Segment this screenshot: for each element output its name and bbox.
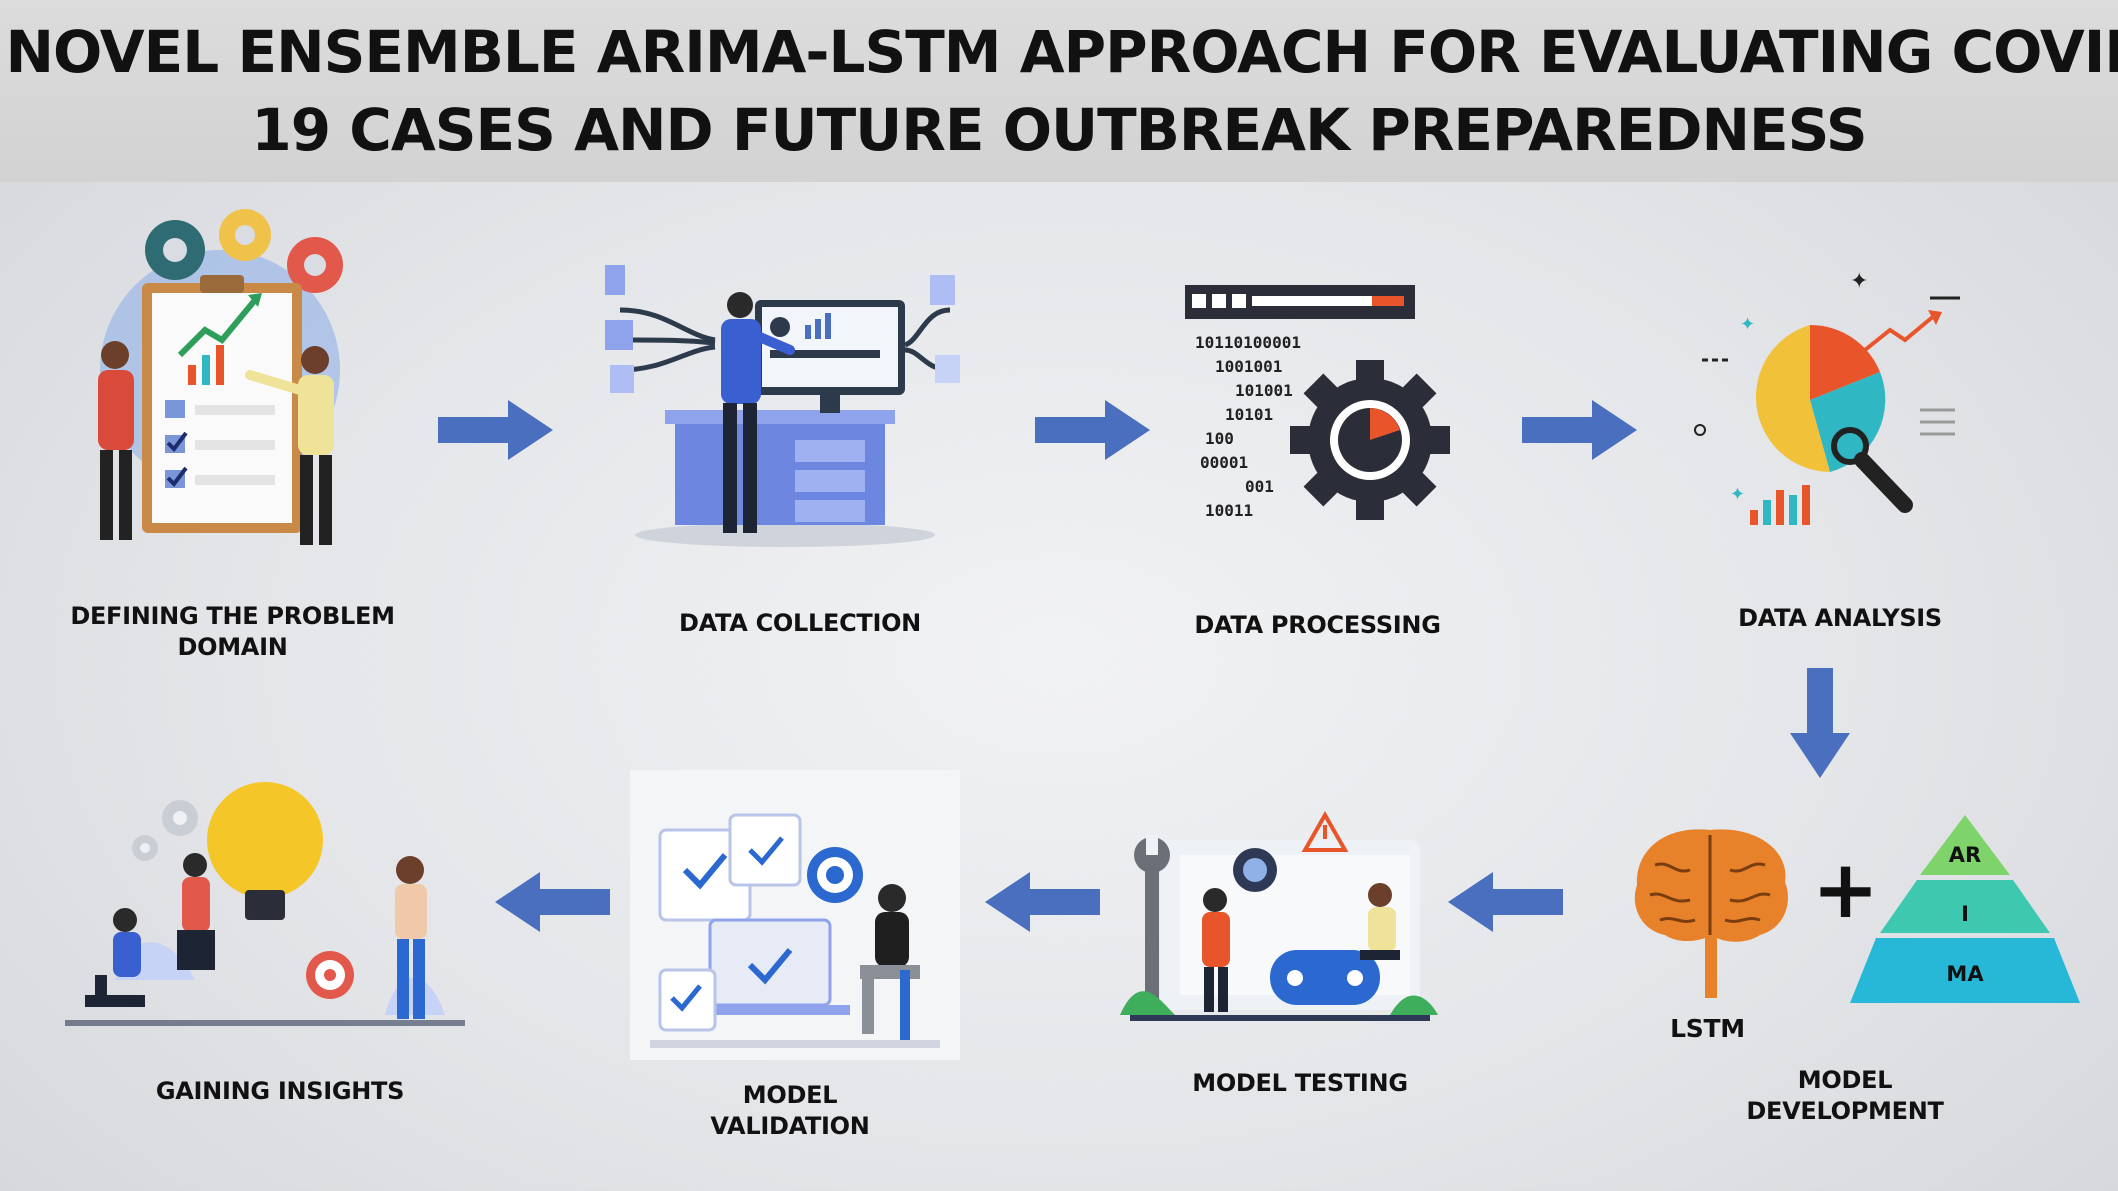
person-testing [1202, 888, 1230, 1012]
svg-text:100: 100 [1205, 429, 1234, 448]
wrench-icon [1134, 835, 1170, 1010]
gear-icon [145, 209, 343, 293]
svg-text:✦: ✦ [1850, 268, 1868, 293]
laptop-icon [690, 918, 850, 1015]
data-analysis-illustration: ✦ ✦ ✦ [1694, 268, 1960, 525]
svg-text:✦: ✦ [1730, 484, 1745, 504]
person-sitting [1360, 883, 1400, 960]
progress-bar-icon [1185, 285, 1415, 319]
step-label-collection: DATA COLLECTION [679, 609, 921, 637]
step-label-validation: MODEL VALIDATION [710, 1081, 870, 1140]
checklist-card-icon [658, 813, 802, 922]
pyramid-level-ma: MA [1946, 962, 1984, 986]
person-right [245, 346, 334, 545]
monitor-icon [755, 300, 905, 413]
step-label-analysis: DATA ANALYSIS [1738, 604, 1942, 632]
title-banner: A NOVEL ENSEMBLE ARIMA-LSTM APPROACH FOR… [0, 0, 2118, 182]
model-testing-illustration [1120, 810, 1438, 1021]
lstm-label: LSTM [1670, 1014, 1745, 1043]
step-label-insights: GAINING INSIGHTS [155, 1077, 405, 1105]
step-label-defining: DEFINING THE PROBLEM DOMAIN [70, 602, 395, 661]
warning-icon [1301, 810, 1349, 852]
title-line-1: A NOVEL ENSEMBLE ARIMA-LSTM APPROACH FOR… [0, 18, 2118, 86]
plus-sign: + [1812, 843, 1880, 936]
step-label-development: MODEL DEVELOPMENT [1746, 1066, 1944, 1125]
flow-arrow-right-1 [438, 400, 553, 460]
binary-code-text: 10110100001 1001001 101001 10101 100 000… [1195, 333, 1301, 520]
gaining-insights-illustration [65, 782, 465, 1026]
magnifier-icon [1831, 427, 1913, 513]
bug-icon [1233, 848, 1277, 892]
problem-domain-illustration [98, 209, 343, 545]
svg-text:001: 001 [1245, 477, 1274, 496]
trend-arrow-icon [1863, 310, 1942, 352]
step-label-testing: MODEL TESTING [1192, 1069, 1408, 1097]
flow-arrow-right-3 [1522, 400, 1637, 460]
svg-text:10101: 10101 [1225, 405, 1273, 424]
gear-icon [132, 800, 198, 861]
person-man [395, 856, 427, 1019]
flow-arrow-right-2 [1035, 400, 1150, 460]
gear-icon [1290, 360, 1450, 520]
model-validation-illustration [630, 770, 960, 1060]
target-icon [807, 847, 863, 903]
target-icon [306, 951, 354, 999]
checklist-icon [165, 400, 275, 488]
svg-text:✦: ✦ [1740, 314, 1755, 334]
pyramid-level-ar: AR [1948, 843, 1982, 867]
bar-chart-icon [1750, 485, 1810, 525]
person-validating [860, 884, 920, 1040]
title-line-2: 19 CASES AND FUTURE OUTBREAK PREPAREDNES… [251, 96, 1867, 164]
lightbulb-icon [207, 782, 323, 920]
step-label-processing: DATA PROCESSING [1194, 611, 1441, 639]
person-standing [721, 292, 795, 533]
flow-arrow-down [1790, 668, 1850, 778]
svg-text:10110100001: 10110100001 [1195, 333, 1301, 352]
svg-text:10011: 10011 [1205, 501, 1253, 520]
flow-arrow-left-1 [1448, 872, 1563, 932]
brain-icon [1634, 829, 1788, 998]
pyramid-level-i: I [1961, 902, 1969, 926]
svg-text:1001001: 1001001 [1215, 357, 1282, 376]
arima-pyramid [1850, 815, 2080, 1003]
growth-chart-icon [177, 293, 262, 385]
svg-text:101001: 101001 [1235, 381, 1293, 400]
data-processing-illustration: 10110100001 1001001 101001 10101 100 000… [1185, 285, 1450, 520]
gamepad-icon [1270, 950, 1380, 1005]
svg-text:00001: 00001 [1200, 453, 1248, 472]
person-left [98, 341, 134, 540]
flow-arrow-left-2 [985, 872, 1100, 932]
person-kneeling [85, 908, 145, 1007]
flow-arrow-left-3 [495, 872, 610, 932]
person-woman [177, 853, 215, 970]
data-collection-illustration [605, 265, 960, 547]
